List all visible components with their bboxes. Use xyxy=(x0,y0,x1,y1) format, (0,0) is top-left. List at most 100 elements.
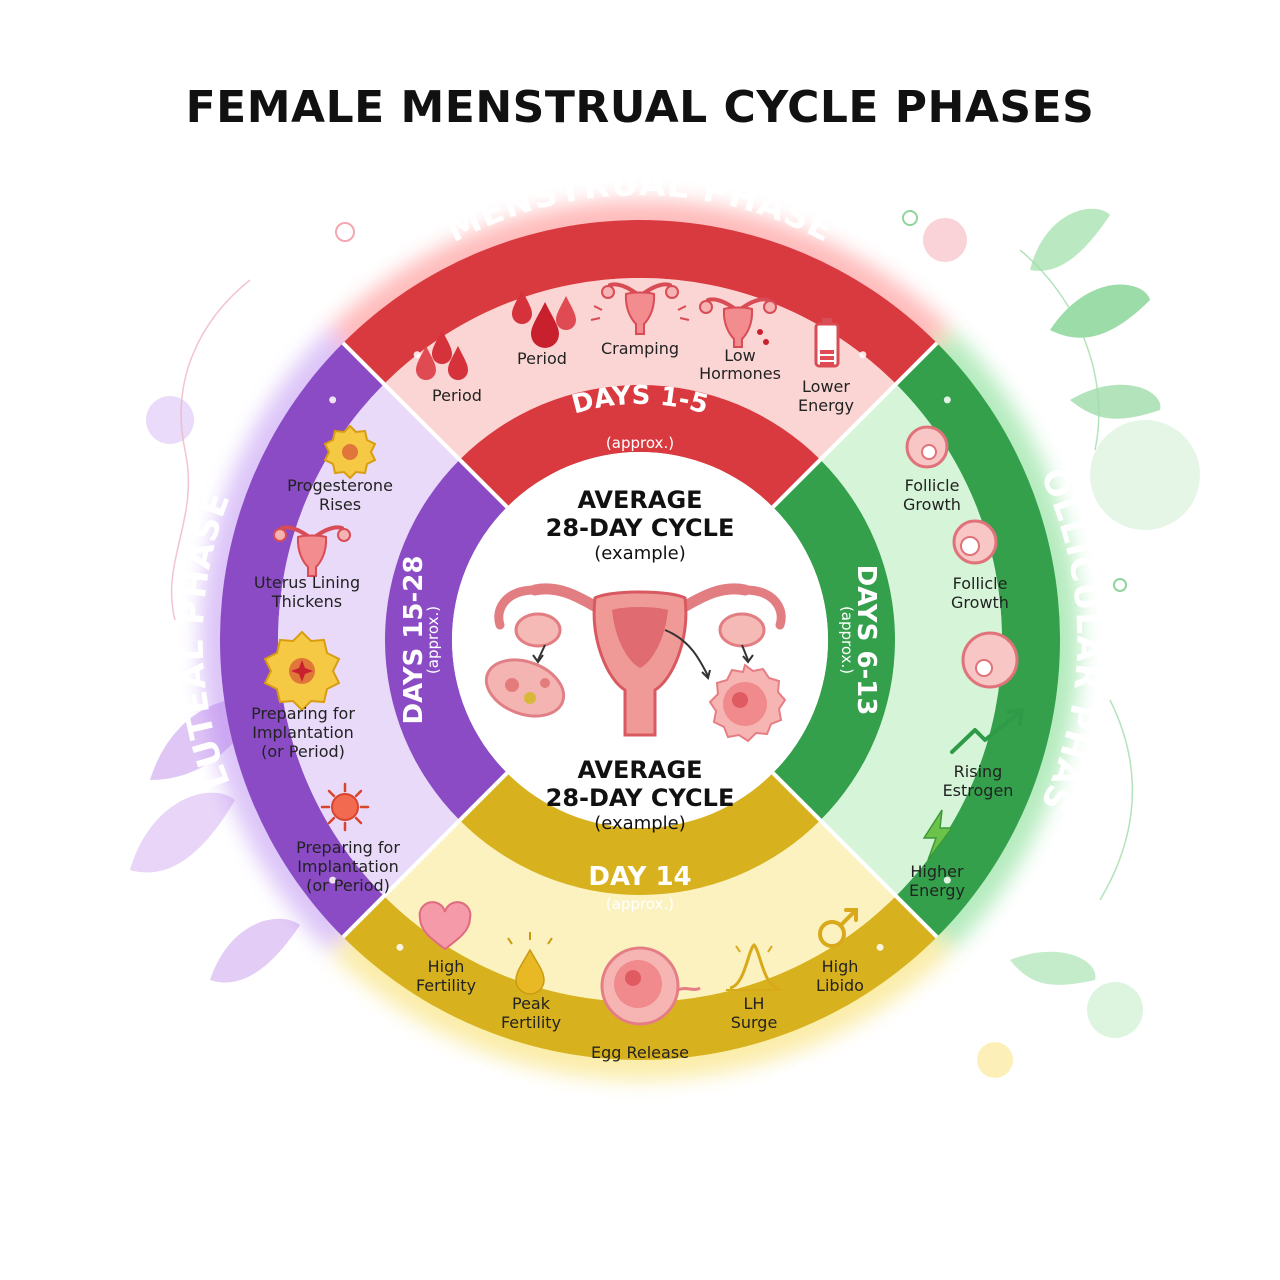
menstrual-approx-label: (approx.) xyxy=(606,434,674,452)
ovulation-outer-ring xyxy=(343,895,937,1061)
luteal-item-label: Preparing for xyxy=(296,838,400,857)
drop-sparkle-icon xyxy=(507,932,553,995)
ovulation-item-label: Egg Release xyxy=(591,1043,689,1062)
lightning-icon xyxy=(922,809,954,861)
center-bottom-line2: 28-DAY CYCLE xyxy=(546,784,735,812)
ovulation-info-band xyxy=(384,820,896,1002)
page-title: FEMALE MENSTRUAL CYCLE PHASES xyxy=(185,82,1095,133)
menstrual-item-label: Low xyxy=(724,346,756,365)
follicular-info-band xyxy=(820,384,1002,896)
uterus-illustration-icon xyxy=(484,583,787,743)
lh-peak-icon xyxy=(726,943,782,991)
ovulation-days-label: DAY 14 xyxy=(588,862,691,892)
ring-sparkle xyxy=(329,876,337,884)
ring-sparkle xyxy=(859,351,867,359)
low-battery-icon xyxy=(814,318,840,368)
egg-icon xyxy=(600,946,701,1026)
center-top-line2: 28-DAY CYCLE xyxy=(546,514,735,542)
center-bottom-line1: AVERAGE xyxy=(577,756,702,784)
leaf-icon xyxy=(1050,284,1150,338)
follicular-item-label: Growth xyxy=(903,495,961,514)
menstrual-item-label: Hormones xyxy=(699,364,781,383)
decor-bubble xyxy=(977,1042,1013,1078)
decor-bubble xyxy=(1090,420,1200,530)
ovulation-item-label: Libido xyxy=(816,976,864,995)
menstrual-days-ring xyxy=(459,385,821,508)
decor-swirl xyxy=(1019,249,1100,451)
leaf-icon xyxy=(210,918,300,983)
ovulation-item-label: Surge xyxy=(731,1013,778,1032)
menstrual-item-label: Lower xyxy=(802,377,850,396)
ovulation-item-label: High xyxy=(822,957,859,976)
uterus-icon xyxy=(273,525,351,577)
decor-ring xyxy=(902,210,918,226)
menstrual-item-label: Cramping xyxy=(601,339,679,358)
sun-cell-icon xyxy=(320,782,370,832)
luteal-approx-label: (approx.) xyxy=(424,606,442,674)
center-bottom-line3: (example) xyxy=(594,813,686,834)
decor-swirl xyxy=(170,279,251,621)
ring-sparkle xyxy=(413,351,421,359)
menstrual-outer-ring xyxy=(343,219,937,385)
center-top-line1: AVERAGE xyxy=(577,486,702,514)
leaf-icon xyxy=(1030,208,1110,271)
luteal-item-label: (or Period) xyxy=(306,876,390,895)
ovulation-approx-label: (approx.) xyxy=(606,895,674,913)
days-labels: DAYS 1-5 (approx.) DAY 14 (approx.) DAYS… xyxy=(399,381,881,913)
ovulation-item-label: Peak xyxy=(512,994,551,1013)
blood-drops-icon xyxy=(416,330,468,380)
luteal-item-label: (or Period) xyxy=(261,742,345,761)
follicular-item-label: Estrogen xyxy=(943,781,1014,800)
follicular-item-label: Follicle xyxy=(905,476,960,495)
decorations xyxy=(130,208,1200,1078)
corpus-luteum-icon xyxy=(263,630,341,712)
luteal-days-ring xyxy=(385,459,508,821)
menstrual-info-band xyxy=(384,278,896,460)
follicular-item-label: Growth xyxy=(951,593,1009,612)
ring-sparkle xyxy=(329,396,337,404)
heart-icon xyxy=(418,901,472,951)
ovulation-item-label: Fertility xyxy=(501,1013,561,1032)
luteal-item-label: Implantation xyxy=(252,723,354,742)
decor-bubble xyxy=(1087,982,1143,1038)
follicular-item-label: Energy xyxy=(909,881,965,900)
menstrual-item-label: Period xyxy=(432,386,482,405)
follicular-item-label: Follicle xyxy=(953,574,1008,593)
sector-divider xyxy=(341,341,509,509)
decor-ring xyxy=(335,222,355,242)
menstrual-item-label: Energy xyxy=(798,396,854,415)
decor-swirl xyxy=(1099,699,1134,901)
luteal-item-label: Implantation xyxy=(297,857,399,876)
luteal-items: Progesterone Rises Uterus Lining Thicken… xyxy=(251,424,400,895)
ovulation-item-label: High xyxy=(428,957,465,976)
sector-divider xyxy=(771,771,939,939)
decor-bubble xyxy=(923,218,967,262)
luteal-item-label: Progesterone xyxy=(287,476,393,495)
menstrual-items: Period Period Cramping Low Hormones xyxy=(416,282,854,415)
center-top-line3: (example) xyxy=(594,543,686,564)
follicular-outer-ring xyxy=(895,343,1061,937)
sector-divider xyxy=(771,341,939,509)
male-symbol-icon xyxy=(818,908,858,948)
ring-sparkle xyxy=(943,396,951,404)
center-hub: AVERAGE 28-DAY CYCLE (example) xyxy=(484,486,787,834)
menstrual-item-label: Period xyxy=(517,349,567,368)
ring-sparkle xyxy=(396,943,404,951)
follicular-days-ring xyxy=(772,459,896,821)
follicle-icon xyxy=(905,425,949,469)
follicular-items: Follicle Growth Follicle Growth Rising E… xyxy=(903,425,1025,900)
luteal-item-label: Preparing for xyxy=(251,704,355,723)
ovulation-item-label: LH xyxy=(744,994,765,1013)
ovulation-item-label: Fertility xyxy=(416,976,476,995)
luteal-item-label: Rises xyxy=(319,495,361,514)
follicle-icon xyxy=(952,519,998,565)
luteal-item-label: Thickens xyxy=(271,592,342,611)
decor-ring xyxy=(1113,578,1127,592)
ring-sparkle xyxy=(943,876,951,884)
uterus-cramping-icon xyxy=(590,282,690,335)
follicular-item-label: Rising xyxy=(954,762,1003,781)
uterus-low-hormones-icon xyxy=(699,297,777,348)
follicular-days-label: DAYS 6-13 xyxy=(851,565,881,716)
follicular-item-label: Higher xyxy=(910,862,964,881)
